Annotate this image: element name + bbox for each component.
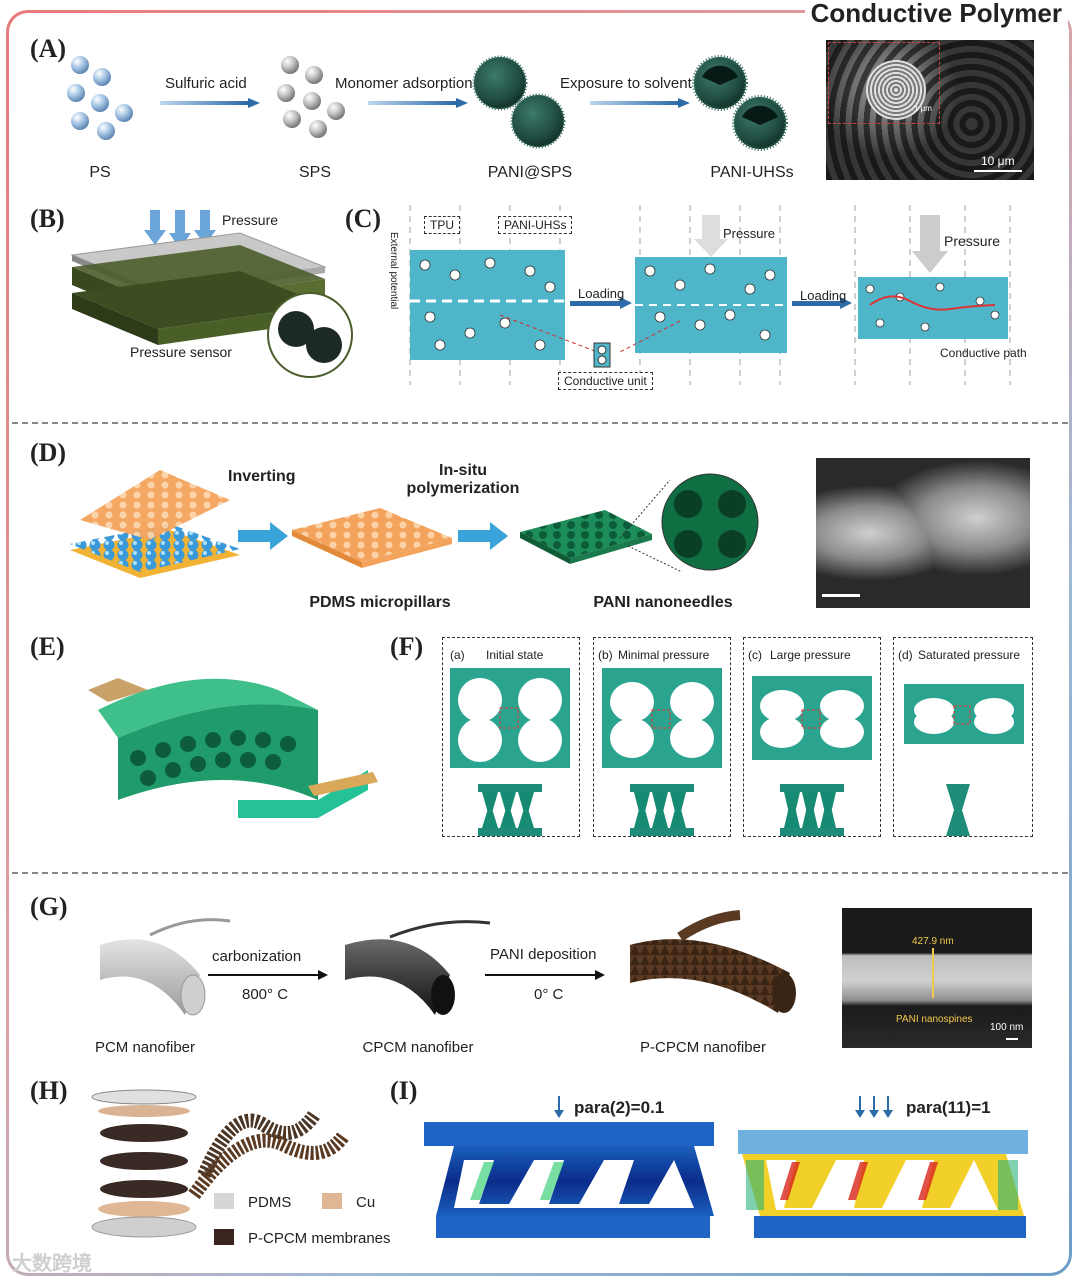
pani-deposition-label: PANI deposition xyxy=(490,946,597,963)
legend-cu: Cu xyxy=(356,1194,376,1211)
panel-b-label: (B) xyxy=(30,204,65,233)
state-a-name: Initial state xyxy=(486,648,544,662)
state-c-tag: (c) xyxy=(748,648,762,662)
arrow-a1 xyxy=(160,98,260,108)
sem-image-g: 427.9 nm PANI nanospines 100 nm xyxy=(842,908,1032,1048)
stage-sps: SPS xyxy=(298,164,332,181)
pressure-sensor-diagram xyxy=(70,210,353,378)
pani-uhs-particles xyxy=(692,55,788,151)
ps-spheres xyxy=(67,56,133,140)
pani-nanoneedles-label: PANI nanoneedles xyxy=(593,594,733,611)
pressure-label-b: Pressure xyxy=(222,212,279,228)
sem-scale-a: 10 μm xyxy=(981,154,1015,168)
panel-i-label: (I) xyxy=(390,1076,418,1105)
stage-pani-sps: PANI@SPS xyxy=(487,164,573,181)
state-d-tag: (d) xyxy=(898,648,913,662)
arrow-a3 xyxy=(590,98,690,108)
stress-simulation-right xyxy=(738,1130,1028,1238)
legend-p-cpcm: P-CPCM membranes xyxy=(248,1230,391,1247)
pressure-label-c1: Pressure xyxy=(723,226,776,241)
tag-tpu: TPU xyxy=(424,216,460,234)
in-situ-polymerization-label: In-situ polymerization xyxy=(406,462,520,497)
stress-simulation-left xyxy=(424,1122,714,1238)
state-box-d xyxy=(893,637,1033,837)
sem-inset-scale: 1 μm xyxy=(914,104,932,113)
carbonization-label: carbonization xyxy=(212,948,302,965)
panel-h-label: (H) xyxy=(30,1076,68,1105)
conduction-mechanism-diagram xyxy=(409,205,1011,385)
sem-nanospine-label: PANI nanospines xyxy=(896,1014,973,1025)
sim-left-param: para(2)=0.1 xyxy=(574,1098,665,1117)
tag-pani-uhss: PANI-UHSs xyxy=(498,216,573,234)
carbonization-temp-label: 800° C xyxy=(242,986,289,1003)
sem-image-a: 1 μm 10 μm xyxy=(826,40,1034,180)
panel-c-label: (C) xyxy=(345,204,382,233)
conductive-unit-label: Conductive unit xyxy=(558,372,653,390)
sem-width-label: 427.9 nm xyxy=(912,936,954,947)
conductive-path-label: Conductive path xyxy=(940,346,1027,360)
sem-scale-g: 100 nm xyxy=(990,1022,1024,1033)
membrane-stack-diagram xyxy=(91,1089,350,1245)
arrow-a2-label: Monomer adsorption xyxy=(335,75,473,92)
panel-d-label: (D) xyxy=(30,438,67,467)
loading-label-2: Loading xyxy=(800,288,847,303)
state-d-name: Saturated pressure xyxy=(918,648,1021,662)
separator-1 xyxy=(12,422,1068,424)
state-b-tag: (b) xyxy=(598,648,613,662)
state-box-b xyxy=(593,637,731,837)
external-potential-label: External potential xyxy=(388,232,399,310)
stage-ps: PS xyxy=(89,164,111,181)
arrow-a1-label: Sulfuric acid xyxy=(165,75,247,92)
state-b-name: Minimal pressure xyxy=(618,648,710,662)
compression-states-diagram xyxy=(450,668,1024,836)
sps-spheres xyxy=(277,56,345,138)
arrow-a3-label: Exposure to solvent xyxy=(560,75,692,92)
panel-e-label: (E) xyxy=(30,632,65,661)
panel-f-label: (F) xyxy=(390,632,424,661)
state-box-a xyxy=(442,637,580,837)
cpcm-nanofiber-label: CPCM nanofiber xyxy=(362,1039,474,1056)
pressure-label-c2: Pressure xyxy=(944,233,1001,249)
micropillar-fabrication-diagram xyxy=(70,470,759,578)
pressure-arrows-right xyxy=(855,1096,893,1118)
panel-g-label: (G) xyxy=(30,892,68,921)
state-a-tag: (a) xyxy=(450,648,465,662)
pressure-sensor-label: Pressure sensor xyxy=(130,344,232,360)
stage-pani-uhss: PANI-UHSs xyxy=(710,164,794,181)
watermark: 大数跨境 xyxy=(12,1253,92,1275)
state-box-c xyxy=(743,637,881,837)
legend-pdms: PDMS xyxy=(248,1194,292,1211)
pcm-nanofiber-label: PCM nanofiber xyxy=(94,1039,196,1056)
inverting-label: Inverting xyxy=(228,468,296,485)
sensor-assembly-3d xyxy=(88,678,378,818)
separator-2 xyxy=(12,872,1068,874)
arrow-a2 xyxy=(368,98,468,108)
deposition-temp-label: 0° C xyxy=(534,986,564,1003)
panel-a-label: (A) xyxy=(30,34,67,63)
loading-label-1: Loading xyxy=(578,286,625,301)
sim-right-param: para(11)=1 xyxy=(906,1098,991,1117)
pani-sps-particles xyxy=(472,55,566,149)
figure-title: Conductive Polymer xyxy=(804,0,1068,29)
p-cpcm-nanofiber-label: P-CPCM nanofiber xyxy=(640,1039,766,1056)
nanofiber-process-diagram xyxy=(100,910,796,1016)
pdms-micropillars-label: PDMS micropillars xyxy=(309,594,451,611)
state-c-name: Large pressure xyxy=(770,648,851,662)
pressure-arrow-left xyxy=(554,1096,564,1118)
sem-image-d xyxy=(816,458,1030,608)
